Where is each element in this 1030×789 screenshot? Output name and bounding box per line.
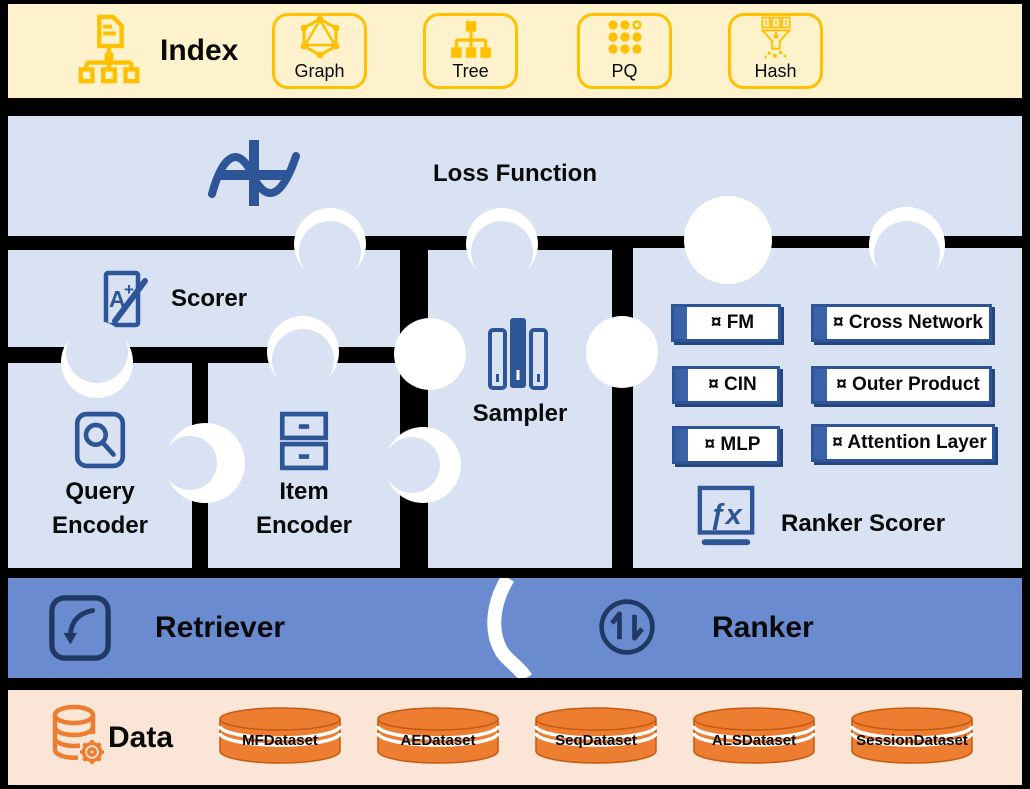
index-option-label: Graph xyxy=(294,61,345,81)
block-accent xyxy=(814,369,827,401)
puzzle-tab xyxy=(163,436,217,490)
index-option-graph: Graph xyxy=(272,13,367,89)
books-icon xyxy=(488,318,548,390)
query-encoder-label: Query Encoder xyxy=(8,475,192,543)
index-band: Index Graph xyxy=(8,4,1022,98)
attention-layer-block: ¤ Attention Layer xyxy=(811,424,995,462)
puzzle-notch xyxy=(684,196,772,284)
block-label: ¤ CIN xyxy=(708,374,757,395)
index-option-tree: Tree xyxy=(423,13,518,89)
puzzle-notch xyxy=(394,318,466,390)
block-label: ¤ Outer Product xyxy=(836,374,980,395)
puzzle-tab xyxy=(384,437,440,493)
hash-icon xyxy=(759,16,792,59)
sampler-piece: Sampler xyxy=(428,250,612,568)
dataset-cylinder-mf: MFDataset xyxy=(218,706,342,766)
svg-text:A: A xyxy=(109,286,126,312)
scorer-label: Scorer xyxy=(171,284,248,312)
query-encoder-line2: Encoder xyxy=(51,512,149,539)
index-band-title: Index xyxy=(160,34,239,67)
database-cylinder-icon xyxy=(692,707,816,764)
loss-function-band: Loss Function xyxy=(8,116,1022,236)
sampler-label: Sampler xyxy=(472,400,568,427)
block-label: ¤ MLP xyxy=(704,434,761,455)
block-accent xyxy=(675,429,688,461)
outer-product-block: ¤ Outer Product xyxy=(811,366,992,404)
loss-function-label: Loss Function xyxy=(433,160,597,187)
puzzle-tab xyxy=(66,321,128,383)
retriever-ranker-divider xyxy=(487,578,533,678)
item-encoder-line1: Item xyxy=(279,478,329,505)
index-option-label: PQ xyxy=(611,61,638,81)
cin-block: ¤ CIN xyxy=(672,366,780,404)
block-label: ¤ Attention Layer xyxy=(832,432,987,453)
dataset-label: SeqDataset xyxy=(555,732,637,749)
ranker-components-panel: ¤ FM ¤ Cross Network ¤ CIN ¤ Outer Produ… xyxy=(633,248,1022,568)
item-encoder-label: Item Encoder xyxy=(208,475,400,543)
data-band-title: Data xyxy=(108,720,174,754)
database-cylinder-icon xyxy=(850,707,974,764)
index-option-hash: Hash xyxy=(728,13,823,89)
svg-text:+: + xyxy=(124,280,134,299)
index-icon xyxy=(78,14,140,84)
block-label: ¤ FM xyxy=(710,312,755,333)
fm-block: ¤ FM xyxy=(671,304,781,342)
block-accent xyxy=(814,427,827,459)
database-cylinder-icon xyxy=(534,707,658,764)
loss-function-icon xyxy=(208,140,300,206)
dataset-label: ALSDataset xyxy=(711,732,797,749)
block-accent xyxy=(674,307,687,339)
stacked-boxes-icon xyxy=(279,411,329,471)
database-gear-icon xyxy=(52,704,104,764)
puzzle-tab xyxy=(272,329,334,391)
ranker-label: Ranker xyxy=(712,611,814,644)
puzzle-tab xyxy=(299,221,361,283)
scorer-icon: A + xyxy=(103,270,148,328)
curved-arrow-icon xyxy=(49,595,111,661)
svg-text:ƒx: ƒx xyxy=(710,499,744,531)
dataset-label: MFDataset xyxy=(242,732,318,749)
retriever-label: Retriever xyxy=(155,611,286,644)
ranker-scorer-label: Ranker Scorer xyxy=(781,510,946,537)
cross-network-block: ¤ Cross Network xyxy=(811,304,992,342)
index-option-label: Hash xyxy=(754,61,797,81)
block-accent xyxy=(814,307,827,339)
database-cylinder-icon xyxy=(376,707,500,764)
index-option-pq: PQ xyxy=(577,13,672,89)
index-option-label: Tree xyxy=(452,61,489,81)
mlp-block: ¤ MLP xyxy=(672,426,780,464)
dataset-label: AEDataset xyxy=(400,732,476,749)
dataset-label: SessionDataset xyxy=(856,732,968,749)
tree-icon xyxy=(450,21,491,58)
item-encoder-line2: Encoder xyxy=(255,512,353,539)
database-cylinder-icon xyxy=(218,707,342,764)
graph-icon xyxy=(300,16,339,59)
block-label: ¤ Cross Network xyxy=(833,312,983,333)
data-band: Data MFDataset AEDataset xyxy=(8,690,1022,785)
dataset-cylinder-als: ALSDataset xyxy=(692,706,816,766)
dataset-cylinder-ae: AEDataset xyxy=(376,706,500,766)
dataset-cylinder-seq: SeqDataset xyxy=(534,706,658,766)
fx-icon: ƒx xyxy=(697,485,755,546)
puzzle-tab xyxy=(874,221,940,287)
puzzle-tab xyxy=(471,221,533,283)
block-accent xyxy=(675,369,688,401)
dataset-cylinder-session: SessionDataset xyxy=(850,706,974,766)
puzzle-notch xyxy=(586,316,658,388)
pq-icon xyxy=(607,20,642,54)
query-encoder-line1: Query xyxy=(65,478,135,505)
pipeline-bar: Retriever Ranker xyxy=(8,578,1022,678)
magnifier-icon xyxy=(74,411,126,469)
sort-arrows-icon xyxy=(599,599,655,655)
